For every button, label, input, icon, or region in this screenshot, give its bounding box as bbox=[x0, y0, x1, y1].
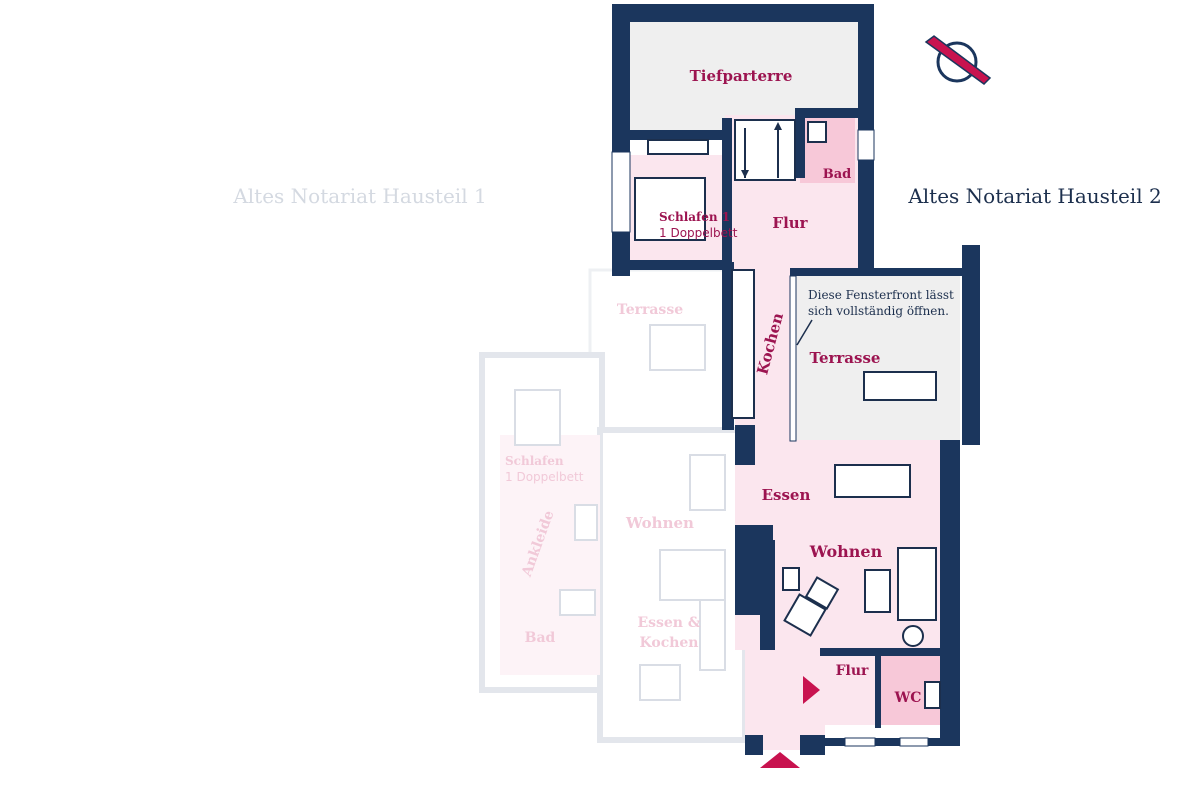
window-flur-south bbox=[844, 737, 876, 747]
double-bed bbox=[634, 177, 706, 241]
ghost-dining-table bbox=[659, 549, 726, 601]
ghost-essen-kochen-label-1: Essen & bbox=[637, 615, 700, 631]
wall-bad-west bbox=[795, 108, 805, 178]
ghost-schlafen-label: Schlafen bbox=[505, 454, 564, 468]
ghost-schlafen-bed-label: 1 Doppelbett bbox=[505, 470, 584, 484]
north-arrow-icon bbox=[924, 35, 992, 85]
wall-entrance-left bbox=[745, 735, 763, 755]
title-hausteil-2: Altes Notariat Hausteil 2 bbox=[907, 184, 1161, 208]
wall-east-bottom bbox=[940, 440, 960, 740]
wall-schlafen-east bbox=[722, 118, 732, 263]
ghost-sofa bbox=[689, 454, 726, 511]
wall-bad-north bbox=[795, 108, 858, 118]
staircase bbox=[734, 119, 796, 181]
coffee-table bbox=[864, 569, 891, 613]
wc-label: WC bbox=[894, 690, 922, 706]
window-note-line-1: Diese Fensterfront lässt bbox=[808, 288, 954, 302]
ghost-wohnen-label: Wohnen bbox=[625, 514, 694, 532]
flur-bottom-room bbox=[818, 650, 878, 725]
entrance-arrow-icon bbox=[803, 676, 820, 704]
main-entrance-arrow-icon bbox=[760, 752, 800, 768]
window-front-terrace bbox=[789, 275, 797, 442]
wall-north bbox=[612, 4, 874, 22]
flur-top-label: Flur bbox=[772, 214, 808, 232]
dining-table bbox=[834, 464, 911, 498]
ghost-wardrobe bbox=[574, 504, 598, 541]
window-bad-east bbox=[857, 129, 875, 161]
schlafen1-bed-label: 1 Doppelbett bbox=[659, 226, 738, 240]
wall-west-top bbox=[612, 4, 630, 276]
terrasse-room bbox=[792, 275, 960, 440]
ghost-floor-plan-hausteil-1: Terrasse Schlafen 1 Doppelbett Ankleide … bbox=[479, 268, 748, 743]
ghost-counter bbox=[639, 664, 681, 701]
floor-plan-hausteil-2: Tiefparterre Bad Schlafen 1 1 Doppelbett… bbox=[611, 4, 980, 768]
ghost-kitchen-row bbox=[699, 599, 726, 671]
terrace-table bbox=[863, 371, 937, 401]
side-table bbox=[902, 625, 924, 647]
armchair-small bbox=[782, 567, 800, 591]
window-wc-south bbox=[899, 737, 929, 747]
wall-terrasse-east bbox=[962, 245, 980, 445]
bad-label: Bad bbox=[823, 167, 852, 182]
kitchen-counter bbox=[731, 269, 755, 419]
wardrobe-schlafen bbox=[647, 139, 709, 155]
wall-schlafen-south bbox=[612, 260, 732, 270]
window-note-pointer bbox=[796, 319, 813, 346]
bathroom-sink bbox=[807, 121, 827, 143]
wall-south bbox=[825, 738, 960, 746]
wall-kochen-pier bbox=[735, 425, 755, 465]
ghost-terrasse-label: Terrasse bbox=[617, 302, 683, 318]
wall-tiefparterre-south bbox=[630, 130, 725, 140]
tiefparterre-label: Tiefparterre bbox=[690, 67, 793, 85]
armchair-2 bbox=[804, 576, 840, 610]
window-schlafen-west bbox=[611, 151, 631, 233]
armchair bbox=[783, 593, 827, 637]
wall-terrasse-north bbox=[790, 268, 962, 276]
wall-wohnen-west bbox=[760, 540, 775, 650]
sofa bbox=[897, 547, 937, 621]
essen-label: Essen bbox=[762, 486, 811, 504]
wall-wc-west bbox=[875, 648, 881, 728]
ghost-sink bbox=[559, 589, 596, 616]
window-note-line-2: sich vollständig öffnen. bbox=[808, 304, 949, 318]
ghost-bad-label: Bad bbox=[525, 630, 556, 646]
wohnen-label: Wohnen bbox=[809, 542, 883, 561]
terrasse-label: Terrasse bbox=[810, 349, 881, 367]
title-hausteil-1: Altes Notariat Hausteil 1 bbox=[232, 184, 486, 208]
ghost-essen-kochen-label-2: Kochen bbox=[640, 635, 699, 651]
ghost-table bbox=[649, 324, 706, 371]
flur-bottom-label: Flur bbox=[836, 663, 869, 679]
schlafen1-label: Schlafen 1 bbox=[659, 210, 730, 224]
wall-entrance-right bbox=[800, 735, 825, 755]
ghost-bed bbox=[514, 389, 561, 446]
wc-fixture bbox=[924, 681, 941, 709]
